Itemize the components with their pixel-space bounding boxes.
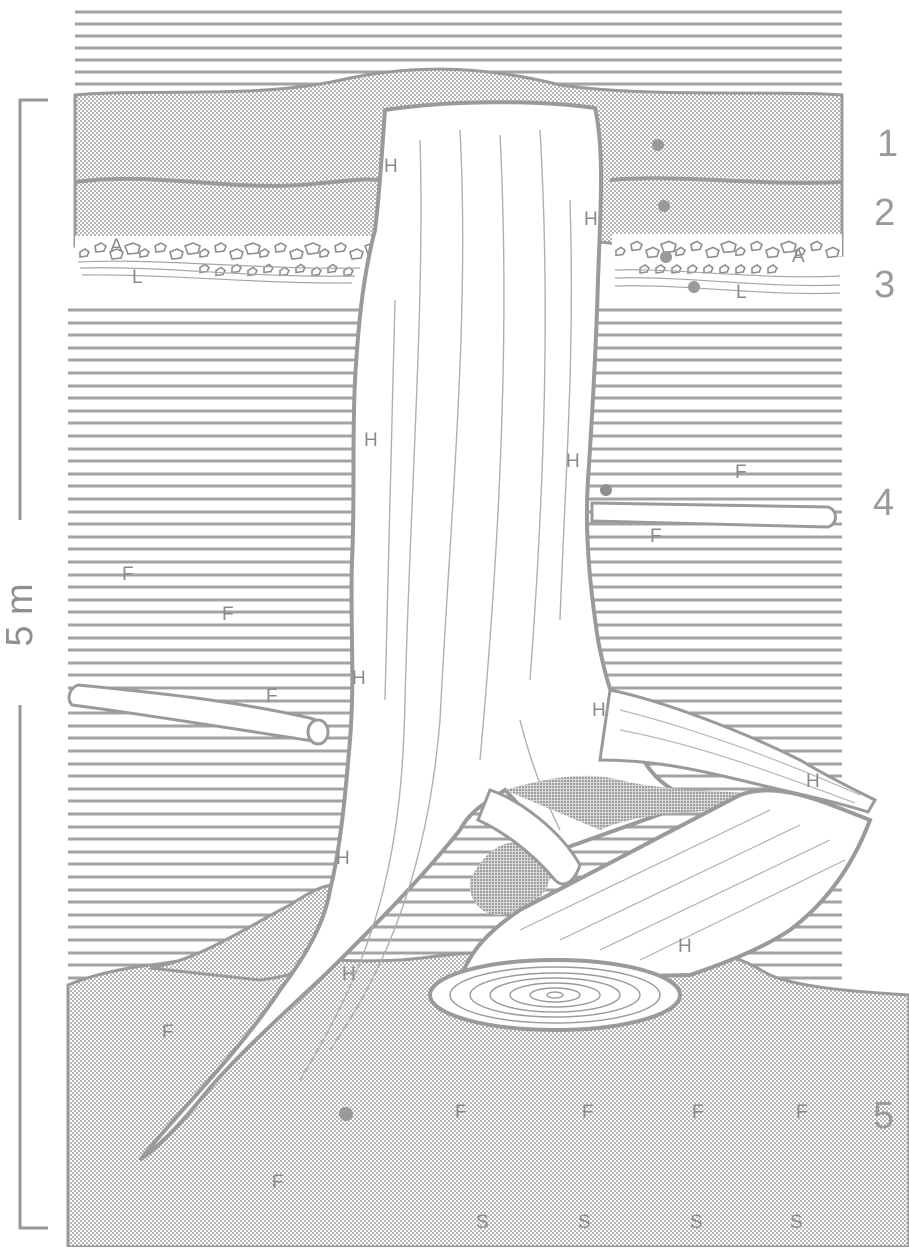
label-f: F bbox=[735, 462, 747, 483]
label-f: F bbox=[692, 1102, 704, 1123]
pebble bbox=[811, 241, 822, 250]
layer-number-3: 3 bbox=[874, 264, 895, 306]
label-s: S bbox=[476, 1212, 489, 1233]
label-l-right: L bbox=[736, 282, 747, 303]
label-f: F bbox=[266, 686, 278, 707]
pebble bbox=[155, 243, 166, 252]
pebble bbox=[290, 249, 303, 259]
pebble bbox=[826, 247, 839, 257]
scale-bar bbox=[20, 100, 48, 1228]
layer-number-2: 2 bbox=[874, 192, 895, 234]
label-h: H bbox=[384, 156, 398, 177]
log-cut-end-rings bbox=[430, 960, 680, 1030]
label-h: H bbox=[342, 964, 356, 985]
label-l-left: L bbox=[132, 267, 143, 288]
label-f: F bbox=[162, 1022, 174, 1043]
label-h: H bbox=[364, 430, 378, 451]
pebble bbox=[646, 247, 659, 257]
pebble bbox=[216, 268, 225, 276]
pebble bbox=[720, 265, 729, 273]
pebble bbox=[185, 243, 200, 254]
pebble bbox=[125, 243, 140, 254]
pebble bbox=[296, 265, 305, 273]
pebble bbox=[768, 265, 777, 273]
pebble bbox=[275, 243, 286, 252]
pebble bbox=[264, 265, 273, 273]
label-h: H bbox=[592, 700, 606, 721]
label-h: H bbox=[352, 668, 366, 689]
label-s: S bbox=[790, 1212, 803, 1233]
pebble bbox=[245, 243, 260, 254]
label-h: H bbox=[584, 209, 598, 230]
label-f: F bbox=[222, 604, 234, 625]
label-s: S bbox=[578, 1212, 591, 1233]
pebble bbox=[215, 243, 226, 252]
layer-number-4: 4 bbox=[873, 482, 894, 524]
label-h: H bbox=[678, 936, 692, 957]
pebble bbox=[631, 241, 642, 250]
label-a-right: A bbox=[792, 246, 805, 267]
pebble bbox=[751, 241, 762, 250]
pebble bbox=[335, 243, 346, 252]
pebble bbox=[305, 243, 320, 254]
pebble bbox=[312, 268, 321, 276]
label-h: H bbox=[336, 848, 350, 869]
pebble bbox=[230, 249, 243, 259]
pebble bbox=[736, 265, 745, 273]
label-h: H bbox=[806, 771, 820, 792]
label-a-left: A bbox=[110, 236, 123, 257]
pebble bbox=[350, 249, 363, 259]
branch-right bbox=[592, 503, 836, 527]
pebble bbox=[661, 241, 676, 252]
pebble bbox=[752, 265, 761, 273]
pebble bbox=[95, 243, 106, 252]
sample-dot bbox=[600, 484, 612, 496]
pebble bbox=[704, 265, 713, 273]
pebble bbox=[280, 268, 289, 276]
label-f: F bbox=[582, 1102, 594, 1123]
label-f: F bbox=[455, 1102, 467, 1123]
pebble bbox=[170, 249, 183, 259]
scale-label: 5 m bbox=[0, 583, 41, 646]
pebble bbox=[640, 265, 649, 273]
label-f: F bbox=[650, 526, 662, 547]
label-h: H bbox=[566, 451, 580, 472]
pebble bbox=[691, 241, 702, 250]
pebble bbox=[656, 265, 665, 273]
label-f: F bbox=[122, 564, 134, 585]
label-f: F bbox=[272, 1172, 284, 1193]
pebble bbox=[706, 247, 719, 257]
pebble bbox=[721, 241, 736, 252]
pebble bbox=[766, 247, 779, 257]
layer-number-1: 1 bbox=[877, 123, 898, 165]
layer-number-5: 5 bbox=[873, 1095, 894, 1137]
label-s: S bbox=[690, 1212, 703, 1233]
label-f: F bbox=[796, 1102, 808, 1123]
branch-left-end bbox=[308, 720, 328, 744]
